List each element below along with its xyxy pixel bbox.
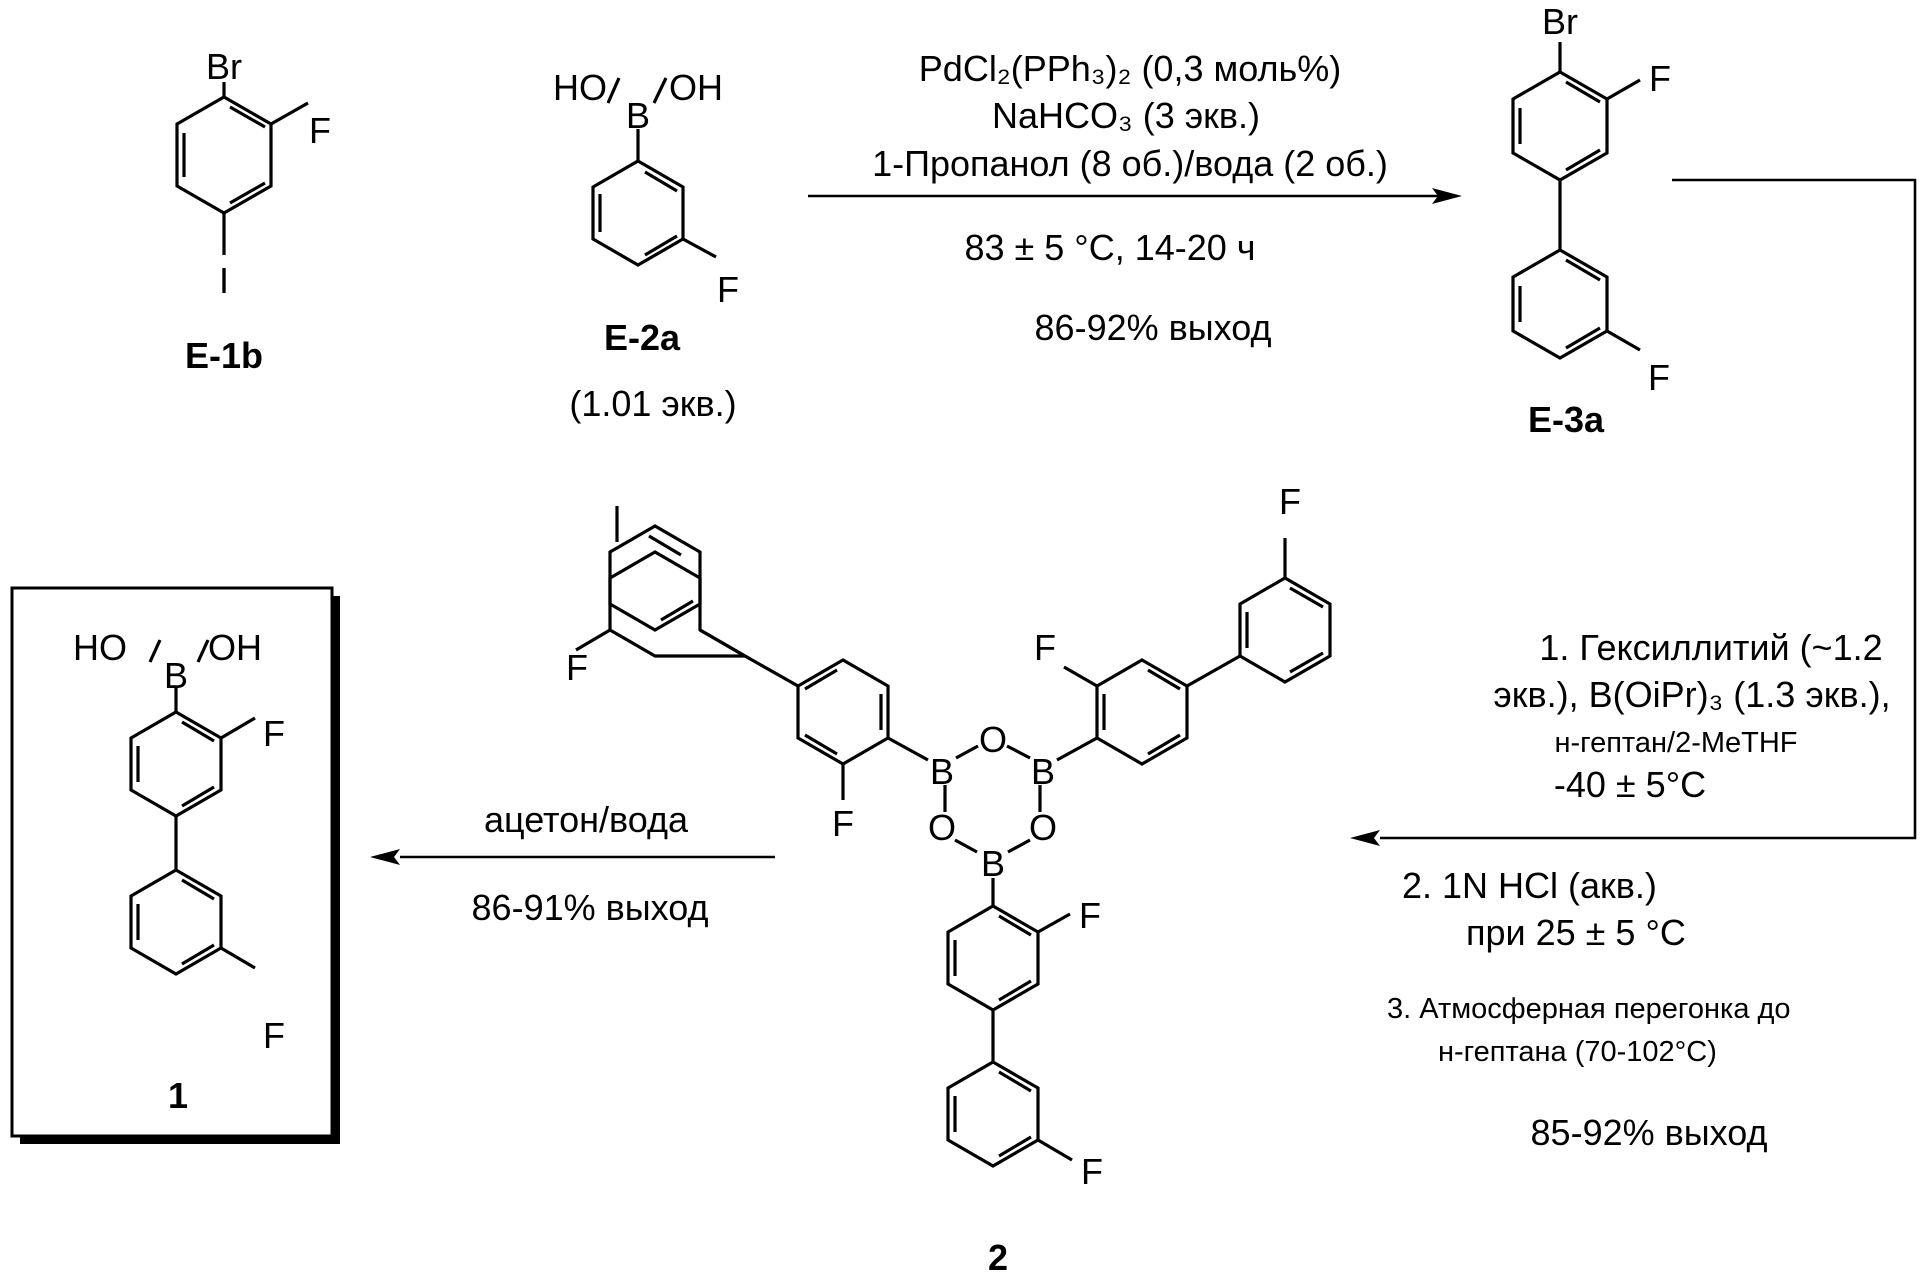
step1-arrow (808, 188, 1462, 204)
atom-br: Br (1542, 1, 1578, 42)
step2-line5: 2. 1N HCl (акв.) (1402, 865, 1657, 906)
structure-e3a: Br F F E-3a (1511, 1, 1671, 440)
atom-f: F (566, 647, 588, 688)
structure-compound-1: HO OH B F F 1 (73, 627, 285, 1116)
product-box (10, 586, 340, 1144)
atom-f: F (717, 269, 739, 310)
step3-arrow (370, 849, 775, 865)
atom-ho: HO (73, 627, 127, 668)
structure-compound-2: B O B O O B F F F F F F 2 (566, 481, 1332, 1278)
step2-arrow (1350, 178, 1917, 846)
atom-b: B (930, 751, 954, 792)
step2-line6: при 25 ± 5 °C (1466, 912, 1686, 953)
atom-f: F (263, 713, 285, 754)
step1-yield: 86-92% выход (1035, 307, 1272, 348)
atom-f: F (1034, 627, 1056, 668)
atom-b: B (1031, 751, 1055, 792)
atom-b: B (981, 843, 1005, 884)
atom-oh: OH (208, 627, 262, 668)
atom-i: I (219, 260, 229, 301)
compound-label-e3a: E-3a (1528, 399, 1605, 440)
atom-f: F (263, 1015, 285, 1056)
compound-label-e1b: E-1b (185, 335, 263, 376)
step2-line1: 1. Гексиллитий (~1.2 (1539, 627, 1882, 668)
atom-o: O (928, 807, 956, 848)
atom-ho: HO (553, 67, 607, 108)
step1-solvent: 1-Пропанол (8 об.)/вода (2 об.) (872, 143, 1388, 184)
compound-label-2: 2 (988, 1237, 1008, 1278)
atom-f: F (1648, 357, 1670, 398)
compound-label-1: 1 (168, 1075, 188, 1116)
step1-base: NaHCO₃ (3 экв.) (992, 95, 1260, 136)
atom-f: F (1079, 895, 1101, 936)
atom-br: Br (206, 46, 242, 87)
equiv-e2a: (1.01 экв.) (569, 383, 736, 424)
atom-o: O (1029, 807, 1057, 848)
atom-f: F (1081, 1151, 1103, 1192)
atom-f: F (1649, 58, 1671, 99)
step2-line3: н-гептан/2-MeTHF (1554, 727, 1797, 759)
atom-o: O (979, 719, 1007, 760)
structure-e2a: HO OH B F E-2a (1.01 экв.) (553, 67, 739, 424)
step2-yield: 85-92% выход (1531, 1112, 1768, 1153)
step3-yield: 86-91% выход (472, 887, 709, 928)
step1-catalyst: PdCl₂(PPh₃)₂ (0,3 моль%) (919, 48, 1341, 89)
atom-f: F (1279, 481, 1301, 522)
atom-f: F (832, 803, 854, 844)
step2-line4: -40 ± 5°C (1554, 764, 1706, 805)
step2-line2: экв.), B(OiPr)₃ (1.3 экв.), (1493, 674, 1890, 715)
atom-b: B (164, 655, 188, 696)
compound-label-e2a: E-2a (604, 317, 681, 358)
atom-f: F (309, 110, 331, 151)
step3-solvent: ацетон/вода (484, 799, 689, 840)
atom-b: B (626, 95, 650, 136)
atom-oh: OH (669, 67, 723, 108)
step1-temp: 83 ± 5 °C, 14-20 ч (964, 227, 1255, 268)
step2-line8: н-гептана (70-102°C) (1438, 1036, 1717, 1068)
step2-line7: 3. Атмосферная перегонка до (1387, 993, 1791, 1025)
structure-e1b: Br F I E-1b (175, 46, 331, 376)
